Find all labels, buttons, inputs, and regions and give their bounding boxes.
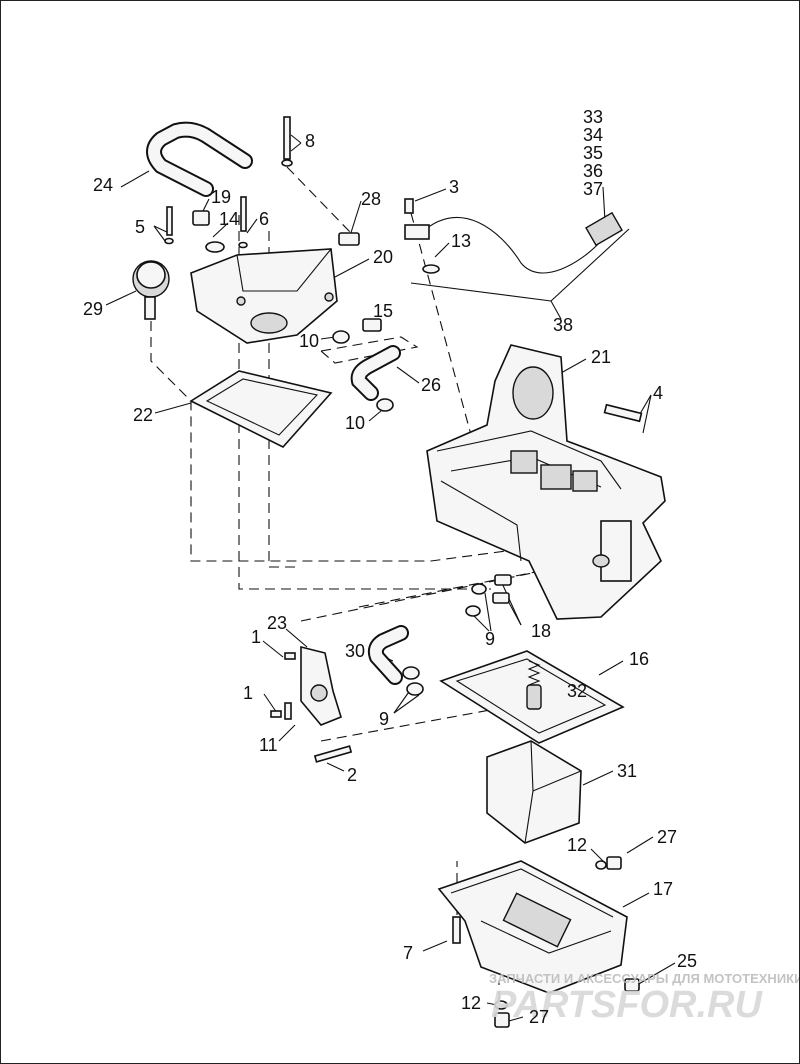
callout-10-lower: 10	[345, 413, 365, 433]
callout-33: 33	[583, 107, 603, 127]
callout-18: 18	[531, 621, 551, 641]
sensor-o-ring	[422, 264, 440, 274]
callout-19: 19	[211, 187, 231, 207]
callout-6: 6	[259, 209, 269, 229]
case-fittings	[465, 574, 512, 617]
o-ring-upper	[595, 860, 607, 870]
callout-11: 11	[259, 735, 278, 755]
callout-24: 24	[93, 175, 113, 195]
spring	[526, 660, 542, 710]
callout-21: 21	[591, 347, 611, 367]
callout-27-upper: 27	[657, 827, 677, 847]
hose-clamp-lower	[376, 398, 394, 412]
callout-29: 29	[83, 299, 103, 319]
baffle	[486, 740, 582, 844]
hose-clamp-a	[402, 666, 420, 680]
callout-32: 32	[567, 681, 587, 701]
top-cover-bolts	[164, 116, 293, 249]
callout-13: 13	[451, 231, 471, 251]
oil-pan	[437, 860, 628, 994]
callout-17: 17	[653, 879, 673, 899]
callout-31: 31	[617, 761, 637, 781]
case-bolt	[603, 403, 643, 423]
callout-30: 30	[345, 641, 365, 661]
callout-1-lower: 1	[243, 683, 253, 703]
dipstick	[132, 260, 170, 320]
watermark-caption: ЗАПЧАСТИ И АКСЕССУАРЫ ДЛЯ МОТОТЕХНИКИ	[489, 971, 799, 986]
vent-hose	[146, 121, 253, 197]
o-ring-lower	[494, 1000, 508, 1010]
callout-10-upper: 10	[299, 331, 319, 351]
callout-2: 2	[347, 765, 357, 785]
sensor-screw	[404, 198, 414, 214]
speed-sensor	[404, 224, 430, 240]
callout-28: 28	[361, 189, 381, 209]
callout-3: 3	[449, 177, 459, 197]
callout-16: 16	[629, 649, 649, 669]
elbow-fitting	[362, 318, 382, 332]
watermark-logo: PARTSFOR.RU	[491, 984, 763, 1026]
callout-27-lower: 27	[529, 1007, 549, 1027]
callout-26: 26	[421, 375, 441, 395]
pan-bolt	[452, 916, 461, 944]
drain-plug-lower	[494, 1012, 510, 1028]
callout-15: 15	[373, 301, 393, 321]
callout-9-lower: 9	[379, 709, 389, 729]
callout-12-lower: 12	[461, 993, 481, 1013]
callout-5: 5	[135, 217, 145, 237]
vent-fitting	[338, 232, 360, 246]
callout-35: 35	[583, 143, 603, 163]
transmission-case	[426, 344, 666, 620]
fill-plug	[624, 978, 640, 992]
callout-9-upper: 9	[485, 629, 495, 649]
top-cover	[190, 248, 338, 344]
harness-connector	[585, 211, 623, 247]
callout-4: 4	[653, 383, 663, 403]
callout-22: 22	[133, 405, 153, 425]
callout-14: 14	[219, 209, 239, 229]
mounting-bracket	[270, 645, 353, 763]
callout-25: 25	[677, 951, 697, 971]
top-cover-gasket	[189, 370, 333, 448]
hose-clamp-upper	[332, 330, 350, 344]
watermark: ЗАПЧАСТИ И АКСЕССУАРЫ ДЛЯ МОТОТЕХНИКИ PA…	[489, 971, 799, 1026]
callout-8: 8	[305, 131, 315, 151]
speed-sensor-harness	[404, 198, 623, 274]
callout-36: 36	[583, 161, 603, 181]
leader-lines	[105, 134, 676, 1022]
callout-12-upper: 12	[567, 835, 587, 855]
neutral-switch	[192, 210, 225, 253]
callout-7: 7	[403, 943, 413, 963]
callout-20: 20	[373, 247, 393, 267]
callout-38: 38	[553, 315, 573, 335]
callout-34: 34	[583, 125, 603, 145]
callout-23: 23	[267, 613, 287, 633]
callout-labels: 33 34 35 36 37 8 24 3 19 28 5 14 6 13 20…	[83, 107, 697, 1027]
drain-plug-upper	[606, 856, 622, 870]
callout-1-upper: 1	[251, 627, 261, 647]
hose-clamp-b	[406, 682, 424, 696]
callout-37: 37	[583, 179, 603, 199]
